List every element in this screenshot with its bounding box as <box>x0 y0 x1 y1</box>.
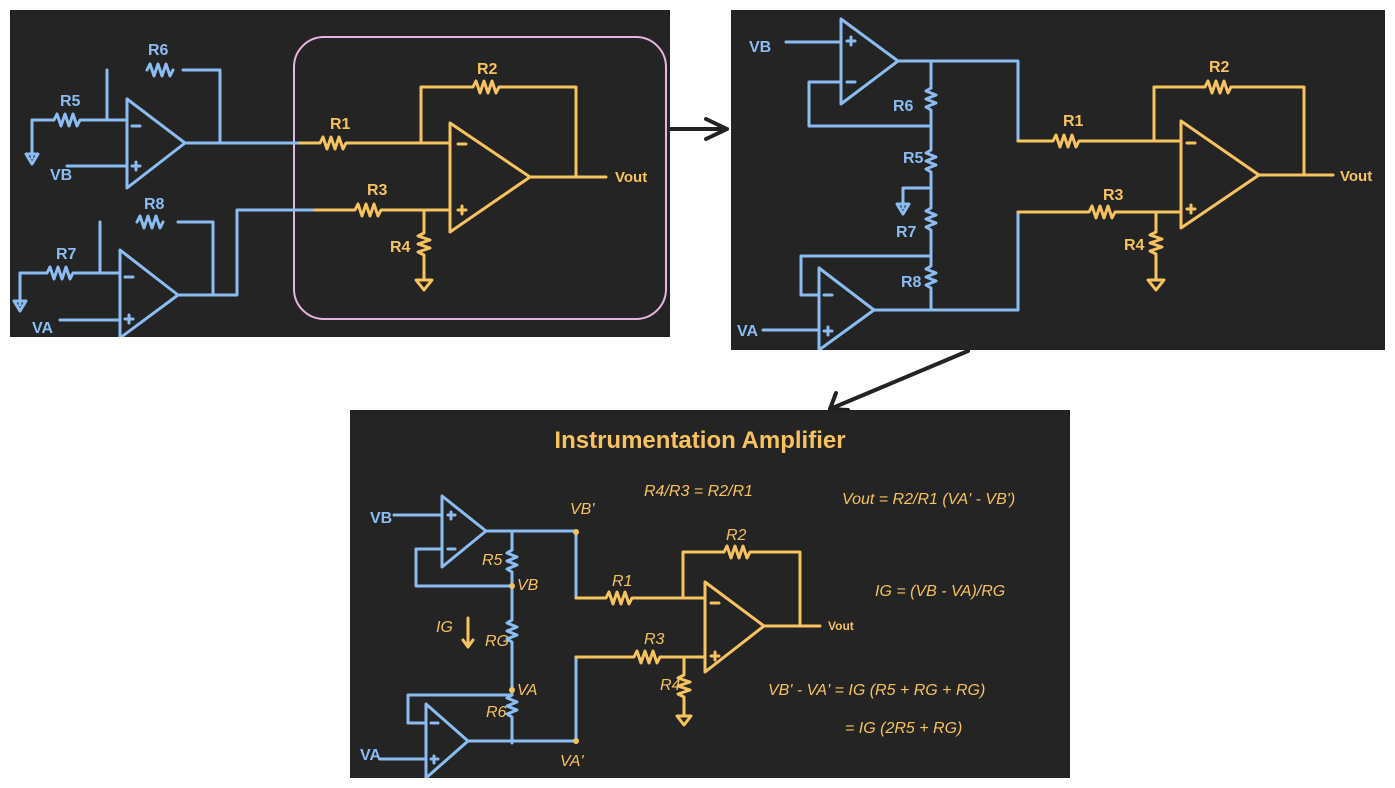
label-va: VA <box>737 323 758 340</box>
label-r4: R4 <box>390 239 411 256</box>
resistor-r3 <box>574 649 707 665</box>
resistor-r8 <box>135 214 165 230</box>
label-vout: Vout <box>828 619 854 633</box>
equation-diff-2: = IG (2R5 + RG) <box>845 720 962 737</box>
resistor-r4 <box>414 208 434 292</box>
label-r4: R4 <box>660 677 681 694</box>
label-r8: R8 <box>144 196 165 213</box>
diagram-title: Instrumentation Amplifier <box>554 427 845 454</box>
label-vout: Vout <box>1340 168 1372 185</box>
op-amp-2 <box>118 248 180 337</box>
label-vb: VB <box>50 167 72 184</box>
op-amp-1 <box>440 494 488 569</box>
schematic-2: VB R6 R5 R7 R8 VA R1 R2 R3 R4 Vout <box>737 17 1372 350</box>
panel-rearranged-schematic: VB R6 R5 R7 R8 VA R1 R2 R3 R4 Vout <box>731 10 1385 350</box>
label-r2: R2 <box>726 527 747 544</box>
resistor-r1 <box>298 135 452 151</box>
resistor-r6 <box>145 62 175 78</box>
label-vb-prime: VB' <box>570 501 595 518</box>
schematic-3: Instrumentation Amplifier VB VA R5 RG R6… <box>360 427 1015 778</box>
op-amp-diff <box>448 121 532 234</box>
highlight-frame <box>293 36 667 320</box>
label-r6: R6 <box>893 98 914 115</box>
label-node-va: VA <box>517 682 537 699</box>
resistor-chain <box>505 548 519 745</box>
op-amp-2 <box>424 702 470 778</box>
label-r2: R2 <box>1209 59 1230 76</box>
label-va: VA <box>360 747 381 764</box>
label-r5: R5 <box>482 552 503 569</box>
resistor-r4 <box>1146 210 1166 292</box>
op-amp-diff <box>1179 119 1261 230</box>
label-r4: R4 <box>1124 237 1145 254</box>
resistor-r5 <box>30 112 109 160</box>
label-r1: R1 <box>1063 113 1084 130</box>
resistor-r4 <box>675 655 693 727</box>
arrow-down-icon <box>828 349 970 412</box>
resistor-chain <box>924 86 938 312</box>
label-node-vb: VB <box>517 577 539 594</box>
label-va: VA <box>32 320 53 337</box>
resistor-r2 <box>681 544 822 628</box>
label-r5: R5 <box>60 93 81 110</box>
label-r2: R2 <box>477 61 498 78</box>
arrow-right-icon <box>668 117 729 141</box>
label-vb: VB <box>749 39 771 56</box>
label-r1: R1 <box>330 116 351 133</box>
panel-difference-amp-with-buffers: R6 R5 VB R8 R7 VA R1 R2 R3 R4 Vout <box>10 10 670 337</box>
op-amp-diff <box>703 580 766 674</box>
op-amp-2 <box>817 266 876 350</box>
resistor-r1 <box>1016 133 1183 149</box>
label-r5: R5 <box>903 150 924 167</box>
label-r3: R3 <box>644 631 665 648</box>
label-va-prime: VA' <box>560 753 584 770</box>
label-r6: R6 <box>486 704 507 721</box>
label-rg: RG <box>485 633 509 650</box>
label-r7: R7 <box>896 224 917 241</box>
equation-diff-1: VB' - VA' = IG (R5 + RG + RG) <box>768 682 985 699</box>
current-arrow <box>461 616 475 649</box>
resistor-r3 <box>1016 204 1183 220</box>
schematic-1: R6 R5 VB R8 R7 VA R1 R2 R3 R4 Vout <box>12 36 667 337</box>
equation-vout: Vout = R2/R1 (VA' - VB') <box>842 491 1015 508</box>
op-amp-1 <box>839 17 900 106</box>
resistor-r2 <box>1152 79 1335 177</box>
label-vb: VB <box>370 510 392 527</box>
equation-ratio: R4/R3 = R2/R1 <box>644 483 753 500</box>
label-r3: R3 <box>367 182 388 199</box>
panel-instrumentation-amplifier: Instrumentation Amplifier VB VA R5 RG R6… <box>350 410 1070 778</box>
label-vout: Vout <box>615 169 647 186</box>
label-r6: R6 <box>148 42 169 59</box>
ground-tap <box>895 186 933 216</box>
label-ig: IG <box>436 619 453 636</box>
label-r3: R3 <box>1103 187 1124 204</box>
op-amp-1 <box>125 97 187 190</box>
label-r1: R1 <box>612 573 632 590</box>
label-r8: R8 <box>901 274 922 291</box>
resistor-r2 <box>419 79 608 179</box>
resistor-r1 <box>574 590 707 606</box>
resistor-r3 <box>313 202 452 218</box>
equation-ig: IG = (VB - VA)/RG <box>875 583 1005 600</box>
label-r7: R7 <box>56 246 77 263</box>
